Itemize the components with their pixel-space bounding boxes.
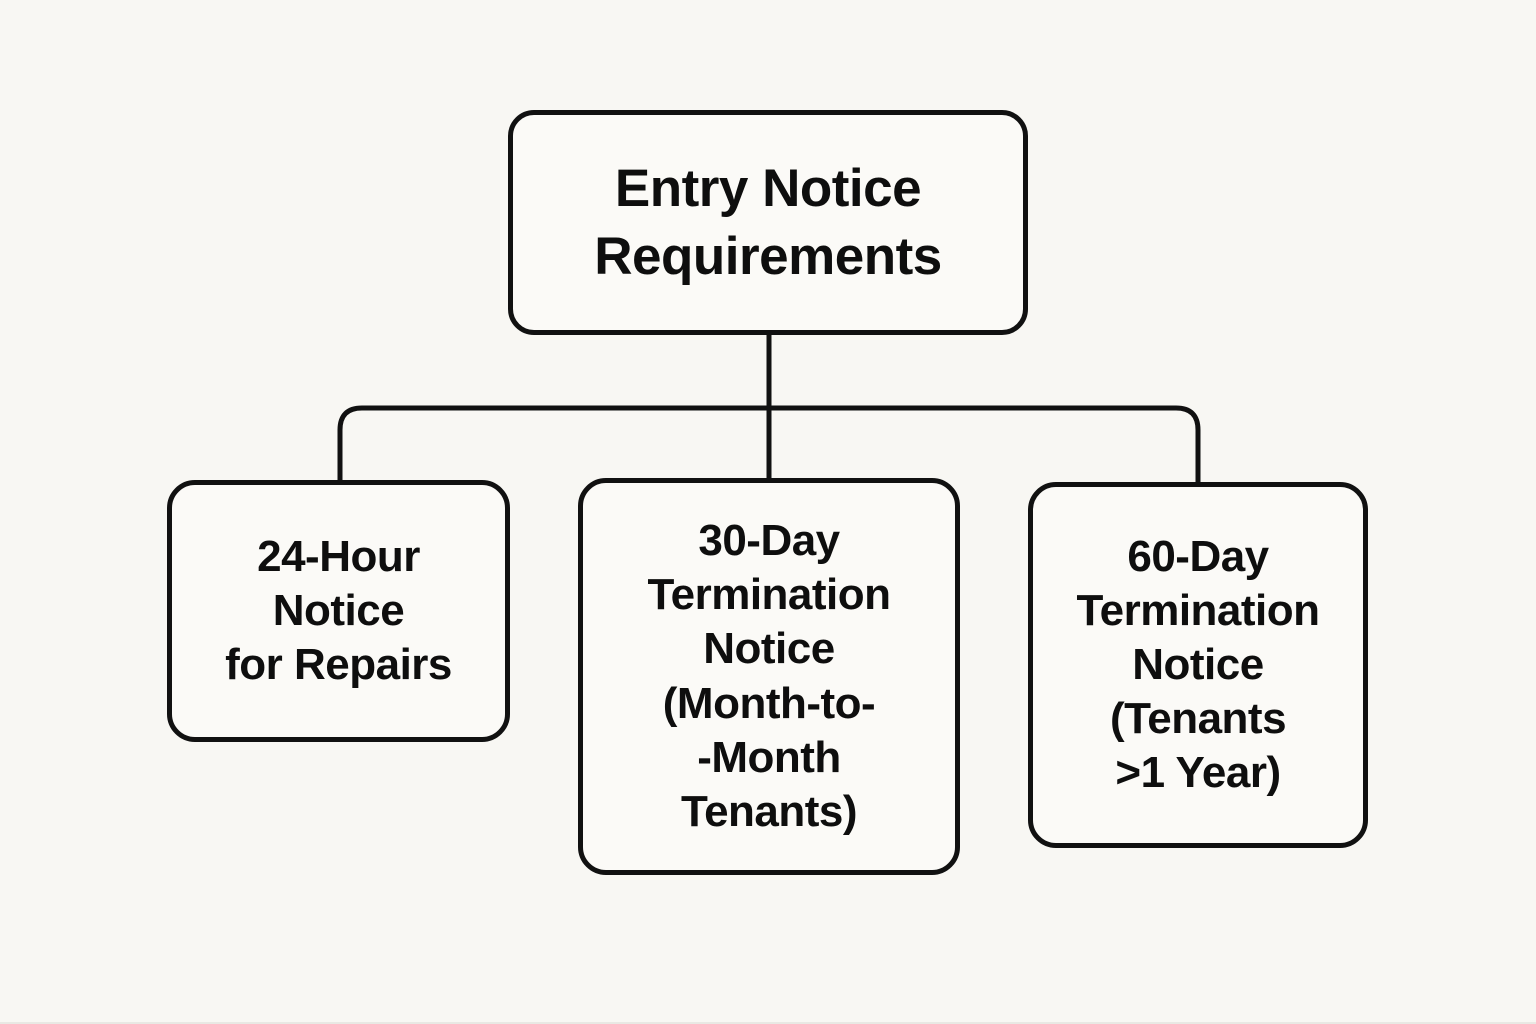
- connector-branch-rail: [337, 405, 1201, 482]
- node-label-24-hour-notice-for-repairs: 24-Hour Notice for Repairs: [225, 531, 452, 690]
- node-60-day-termination-notice: 60-Day Termination Notice (Tenants >1 Ye…: [1028, 482, 1368, 848]
- node-30-day-termination-notice: 30-Day Termination Notice (Month-to- -Mo…: [578, 478, 960, 875]
- node-label-entry-notice-requirements: Entry Notice Requirements: [594, 158, 942, 286]
- node-label-30-day-termination-notice: 30-Day Termination Notice (Month-to- -Mo…: [647, 516, 891, 836]
- node-label-60-day-termination-notice: 60-Day Termination Notice (Tenants >1 Ye…: [1076, 531, 1320, 798]
- node-entry-notice-requirements: Entry Notice Requirements: [508, 110, 1028, 335]
- node-24-hour-notice-for-repairs: 24-Hour Notice for Repairs: [167, 480, 510, 742]
